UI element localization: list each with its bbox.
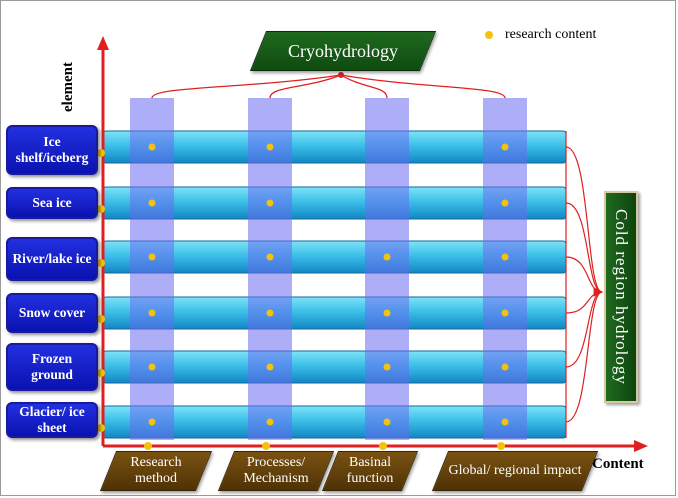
research-dot-4-1	[266, 363, 274, 371]
research-dot-5-0	[148, 418, 156, 426]
research-dot-2-1	[266, 253, 274, 261]
research-dot-2-3	[501, 253, 509, 261]
research-dot-5-3	[501, 418, 509, 426]
research-dot-3-3	[501, 309, 509, 317]
right-connector-4	[565, 291, 603, 368]
top-connector-0	[151, 74, 342, 99]
y-axis-marker-0	[97, 149, 105, 157]
content-label-0: Research method	[130, 454, 182, 486]
research-dot-2-2	[383, 253, 391, 261]
y-axis-marker-5	[97, 424, 105, 432]
content-label-1: Processes/ Mechanism	[243, 454, 309, 486]
research-dot-5-1	[266, 418, 274, 426]
element-box-1: Sea ice	[6, 187, 98, 219]
y-axis-marker-4	[97, 369, 105, 377]
research-dot-4-2	[383, 363, 391, 371]
content-label-2: Basinal function	[346, 454, 394, 486]
x-axis-label: Content	[592, 456, 644, 472]
x-axis-marker-0	[144, 442, 152, 450]
y-axis-marker-2	[97, 259, 105, 267]
content-columns	[130, 98, 527, 440]
y-axis-label: element	[60, 62, 76, 112]
cryohydrology-box: Cryohydrology	[249, 31, 437, 71]
research-dot-4-3	[501, 363, 509, 371]
connector-lines	[151, 72, 604, 438]
right-connector-3	[565, 287, 604, 314]
legend-dot-icon	[485, 31, 493, 39]
x-axis-marker-1	[262, 442, 270, 450]
content-column-0	[130, 98, 174, 440]
top-connector-1	[269, 74, 342, 99]
right-connector-0	[565, 146, 603, 293]
axes	[97, 36, 648, 452]
research-dot-3-1	[266, 309, 274, 317]
content-label-3: Global/ regional impact	[448, 462, 582, 478]
content-box-3: Global/ regional impact	[431, 451, 599, 491]
research-dot-3-2	[383, 309, 391, 317]
content-box-0: Research method	[99, 451, 213, 491]
top-hub-icon	[338, 72, 344, 78]
research-dot-4-0	[148, 363, 156, 371]
content-column-3	[483, 98, 527, 440]
content-box-2: Basinal function	[321, 451, 419, 491]
element-box-5: Glacier/ ice sheet	[6, 402, 98, 438]
cold-region-hydrology-box: Cold region hydrology	[604, 191, 638, 403]
research-dots	[148, 143, 509, 426]
research-dot-2-0	[148, 253, 156, 261]
x-axis-arrow-icon	[634, 440, 648, 452]
right-connector-5	[565, 291, 603, 423]
research-dot-1-1	[266, 199, 274, 207]
y-axis-marker-3	[97, 315, 105, 323]
element-box-4: Frozen ground	[6, 343, 98, 391]
x-axis-marker-3	[497, 442, 505, 450]
element-box-0: Ice shelf/iceberg	[6, 125, 98, 175]
research-dot-0-3	[501, 143, 509, 151]
y-axis-marker-1	[97, 205, 105, 213]
research-dot-1-3	[501, 199, 509, 207]
cryohydrology-label: Cryohydrology	[288, 40, 398, 61]
legend-label: research content	[505, 27, 597, 42]
element-box-2: River/lake ice	[6, 237, 98, 281]
research-dot-1-0	[148, 199, 156, 207]
right-connector-1	[565, 202, 603, 293]
research-dot-0-1	[266, 143, 274, 151]
top-connector-2	[340, 74, 388, 99]
legend: research content	[485, 27, 596, 43]
research-dot-3-0	[148, 309, 156, 317]
content-box-1: Processes/ Mechanism	[217, 451, 335, 491]
element-box-3: Snow cover	[6, 293, 98, 333]
y-axis-arrow-icon	[97, 36, 109, 50]
content-column-2	[365, 98, 409, 440]
research-dot-5-2	[383, 418, 391, 426]
cold-region-hydrology-label: Cold region hydrology	[612, 209, 631, 385]
x-axis-marker-2	[379, 442, 387, 450]
research-dot-0-0	[148, 143, 156, 151]
content-column-1	[248, 98, 292, 440]
top-connector-3	[340, 74, 506, 99]
